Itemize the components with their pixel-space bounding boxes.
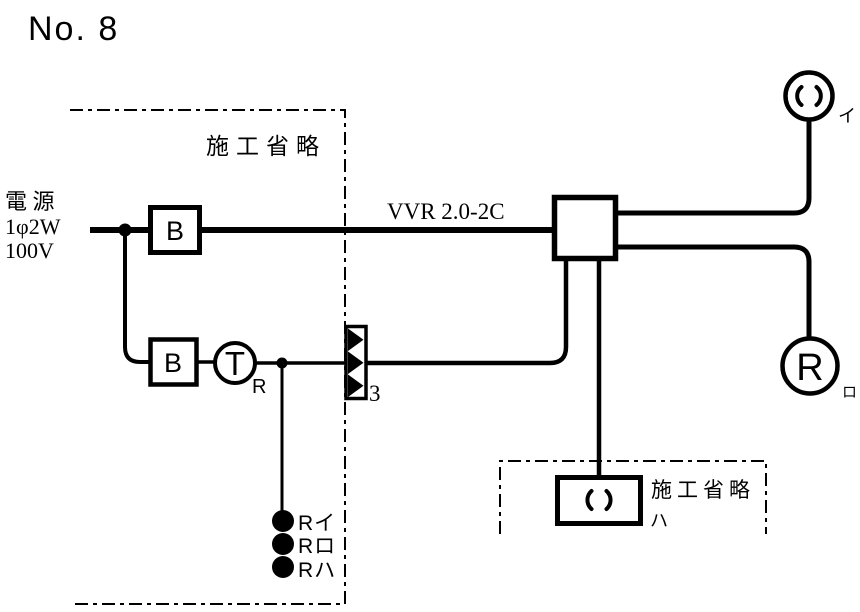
connector-triangle-2 <box>348 351 364 374</box>
lamp-top-arcs-icon <box>795 85 823 107</box>
omitted-left-label: 施工省略 <box>206 134 326 159</box>
lamp-top-circle <box>783 70 835 122</box>
receptacle-device-label: ハ <box>650 511 668 531</box>
breaker-1-letter: B <box>166 216 184 246</box>
source-voltage-label: 100V <box>5 238 54 263</box>
connector-triangle-1 <box>348 328 364 351</box>
breaker-box-1 <box>148 205 202 255</box>
lamp-right-branch-wire <box>615 244 812 340</box>
junction-dot-feeder <box>118 223 132 237</box>
timer-letter: T <box>225 345 245 382</box>
omitted-bottom-label: 施工省略 <box>651 478 755 502</box>
lamp-top-branch-wire <box>615 121 812 216</box>
branch-drop-wire <box>123 230 152 364</box>
timer-subscript: R <box>252 376 266 398</box>
omitted-bottom-boundary <box>499 460 767 534</box>
connector-triangle-3 <box>348 374 364 397</box>
terminal-label-1: Rイ <box>298 512 336 535</box>
terminal-dot-2 <box>272 533 294 555</box>
page-title: No. 8 <box>28 10 119 48</box>
junction-box <box>551 194 619 262</box>
receptacle-box <box>555 475 643 526</box>
lamp-right-circle <box>780 336 840 396</box>
breaker-box-2 <box>148 337 199 387</box>
lamp-right-letter: R <box>796 347 823 389</box>
lamp-right-label: ロ <box>842 385 857 401</box>
receptacle-arcs-icon <box>585 489 613 511</box>
source-phase-label: 1φ2W <box>5 214 61 239</box>
terminal-dot-1 <box>272 510 294 532</box>
timer-circle <box>213 341 257 385</box>
terminal-dot-3 <box>272 556 294 578</box>
connector-wire-count: 3 <box>369 381 381 406</box>
terminal-label-2: Rロ <box>298 535 336 558</box>
source-name-label: 電 源 <box>5 189 55 214</box>
breaker-2-letter: B <box>164 348 182 378</box>
junction-dot-timer-row <box>276 357 288 369</box>
timer-row-wire-right <box>365 258 569 366</box>
terminal-label-3: Rハ <box>298 559 336 582</box>
cable-label: VVR 2.0-2C <box>387 199 505 224</box>
lamp-top-label: イ <box>838 106 856 126</box>
